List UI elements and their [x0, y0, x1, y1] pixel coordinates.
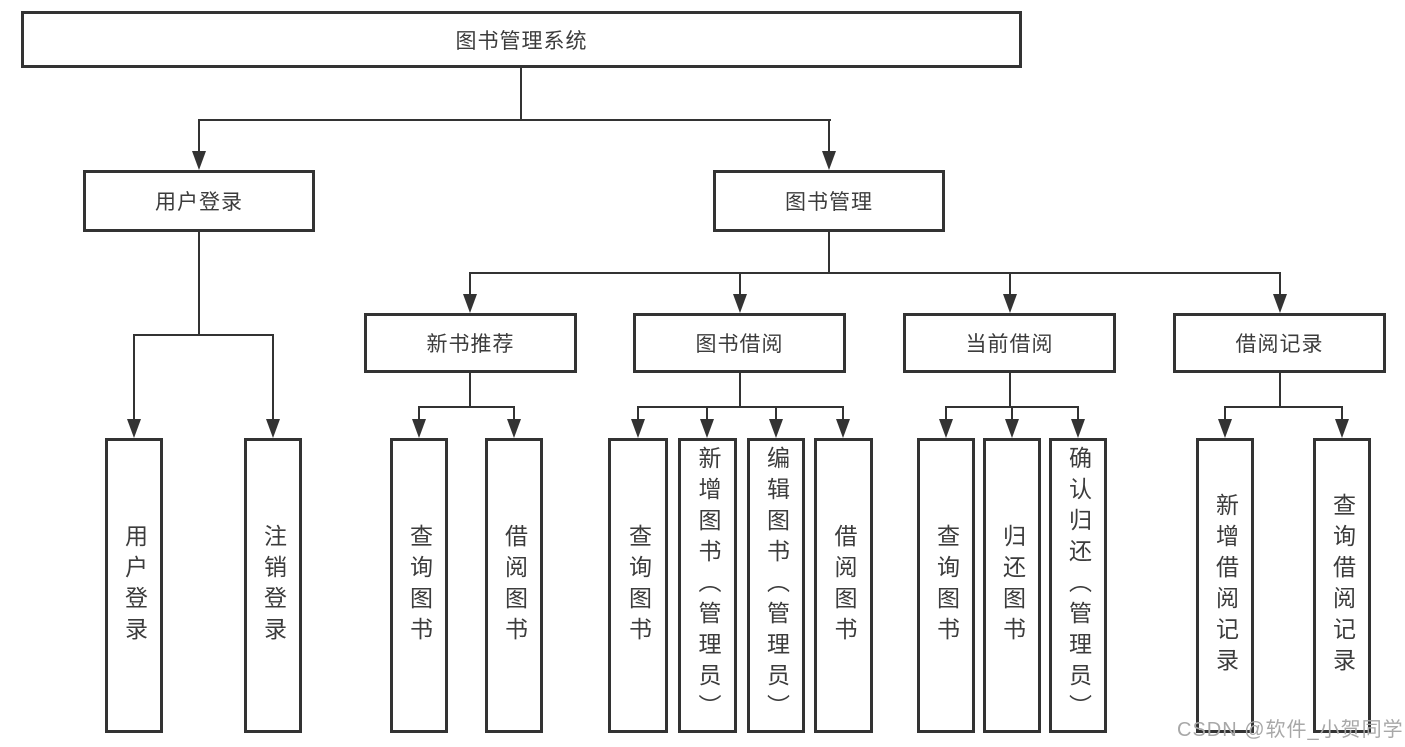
arrow-down-icon	[266, 419, 280, 438]
node-book-borrow-label: 图书借阅	[695, 333, 784, 356]
connector-line	[1279, 372, 1281, 407]
connector-line	[637, 406, 639, 420]
connector-line	[418, 406, 420, 420]
connector-line	[706, 406, 708, 420]
connector-line	[1009, 372, 1011, 407]
arrow-down-icon	[700, 419, 714, 438]
arrow-down-icon	[1273, 294, 1287, 313]
connector-line	[637, 406, 844, 408]
connector-line	[775, 406, 777, 420]
connector-line	[272, 334, 274, 419]
connector-line	[1224, 406, 1343, 408]
arrow-down-icon	[822, 151, 836, 170]
connector-line	[739, 372, 741, 407]
leaf-query-books-recommend: 查询图书	[390, 438, 448, 733]
connector-line	[1279, 272, 1281, 295]
node-user-login: 用户登录	[83, 170, 315, 232]
leaf-return-books-label: 归还图书	[999, 523, 1026, 648]
leaf-return-books: 归还图书	[983, 438, 1041, 733]
connector-line	[133, 334, 135, 419]
leaf-query-books-recommend-label: 查询图书	[406, 523, 433, 648]
leaf-user-login-label: 用户登录	[121, 523, 148, 648]
arrow-down-icon	[1335, 419, 1349, 438]
leaf-query-books-current-label: 查询图书	[933, 523, 960, 648]
connector-line	[198, 231, 200, 336]
connector-line	[418, 406, 515, 408]
leaf-confirm-return-admin-label: 确认归还（管理员）	[1065, 446, 1092, 725]
leaf-borrow-books: 借阅图书	[814, 438, 873, 733]
arrow-down-icon	[631, 419, 645, 438]
node-borrow-records-label: 借阅记录	[1235, 333, 1324, 356]
leaf-add-borrow-record: 新增借阅记录	[1196, 438, 1254, 733]
connector-line	[469, 272, 471, 295]
node-user-login-label: 用户登录	[155, 191, 243, 214]
arrow-down-icon	[836, 419, 850, 438]
leaf-borrow-books-label: 借阅图书	[831, 523, 857, 648]
arrow-down-icon	[1005, 419, 1019, 438]
connector-line	[1011, 406, 1013, 420]
leaf-edit-books-admin: 编辑图书（管理员）	[747, 438, 805, 733]
connector-line	[1224, 406, 1226, 420]
connector-line	[520, 67, 522, 121]
leaf-edit-books-admin-label: 编辑图书（管理员）	[763, 446, 790, 725]
connector-line	[828, 119, 830, 152]
leaf-add-books-admin: 新增图书（管理员）	[678, 438, 737, 733]
leaf-query-books-borrow: 查询图书	[608, 438, 668, 733]
arrow-down-icon	[1003, 294, 1017, 313]
connector-line	[198, 119, 200, 152]
node-root-label: 图书管理系统	[455, 29, 588, 53]
arrow-down-icon	[412, 419, 426, 438]
leaf-query-borrow-record: 查询借阅记录	[1313, 438, 1371, 733]
arrow-down-icon	[1218, 419, 1232, 438]
leaf-user-login: 用户登录	[105, 438, 163, 733]
leaf-add-books-admin-label: 新增图书（管理员）	[695, 446, 721, 725]
arrow-down-icon	[733, 294, 747, 313]
connector-line	[1077, 406, 1079, 420]
watermark: CSDN @软件_小贺同学	[1177, 719, 1404, 741]
node-current-borrow-label: 当前借阅	[965, 333, 1054, 356]
leaf-query-borrow-record-label: 查询借阅记录	[1329, 492, 1356, 679]
arrow-down-icon	[192, 151, 206, 170]
leaf-borrow-books-recommend-label: 借阅图书	[501, 523, 528, 648]
node-book-management: 图书管理	[713, 170, 945, 232]
connector-line	[198, 119, 831, 121]
leaf-query-books-current: 查询图书	[917, 438, 975, 733]
arrow-down-icon	[127, 419, 141, 438]
node-root-library-management-system: 图书管理系统	[21, 11, 1022, 68]
connector-line	[469, 272, 1280, 274]
arrow-down-icon	[939, 419, 953, 438]
connector-line	[1341, 406, 1343, 420]
connector-line	[133, 334, 274, 336]
connector-line	[739, 272, 741, 295]
node-current-borrow: 当前借阅	[903, 313, 1116, 373]
node-book-borrow: 图书借阅	[633, 313, 846, 373]
leaf-logout-label: 注销登录	[260, 523, 287, 648]
node-borrow-records: 借阅记录	[1173, 313, 1386, 373]
node-new-book-recommend: 新书推荐	[364, 313, 577, 373]
node-book-management-label: 图书管理	[785, 191, 873, 214]
arrow-down-icon	[507, 419, 521, 438]
node-new-book-recommend-label: 新书推荐	[426, 333, 515, 356]
arrow-down-icon	[1071, 419, 1085, 438]
connector-line	[828, 231, 830, 274]
leaf-borrow-books-recommend: 借阅图书	[485, 438, 543, 733]
connector-line	[1009, 272, 1011, 295]
connector-line	[513, 406, 515, 420]
arrow-down-icon	[769, 419, 783, 438]
leaf-add-borrow-record-label: 新增借阅记录	[1212, 492, 1239, 679]
connector-line	[945, 406, 947, 420]
leaf-query-books-borrow-label: 查询图书	[625, 523, 652, 648]
arrow-down-icon	[463, 294, 477, 313]
leaf-logout: 注销登录	[244, 438, 302, 733]
connector-line	[842, 406, 844, 420]
connector-line	[469, 372, 471, 407]
leaf-confirm-return-admin: 确认归还（管理员）	[1049, 438, 1107, 733]
